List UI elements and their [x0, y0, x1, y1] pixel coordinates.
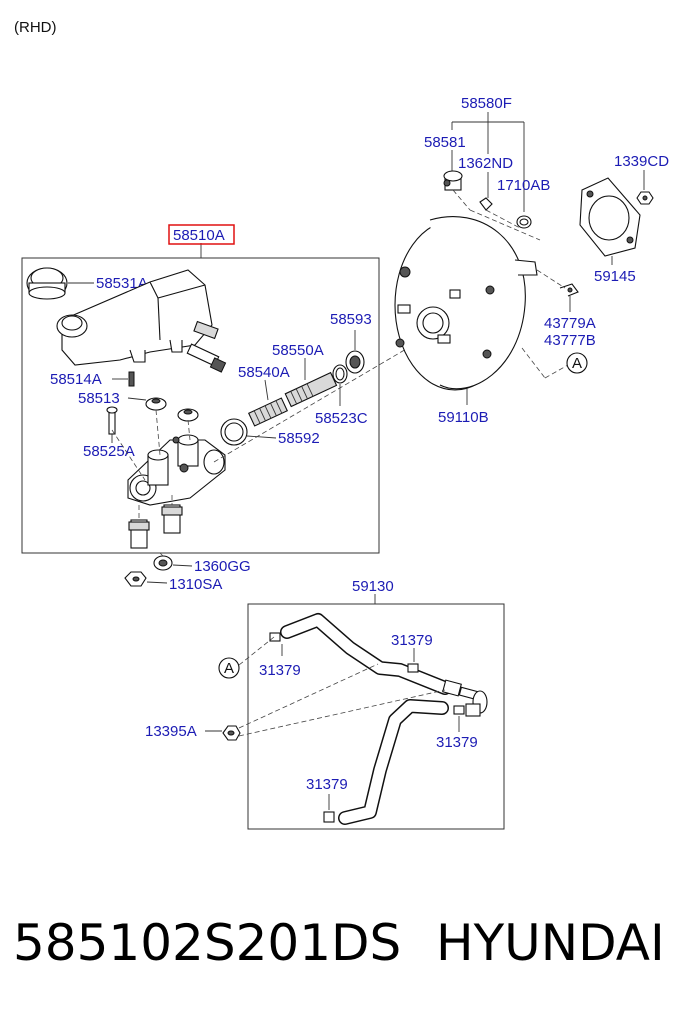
bolt-icon: [106, 406, 118, 435]
grommet-2-icon: [177, 408, 199, 422]
nut-upper-icon: [636, 191, 654, 205]
nut-lower-icon: [124, 571, 147, 587]
callout-58531A[interactable]: 58531A: [96, 275, 148, 292]
callout-58581[interactable]: 58581: [424, 134, 466, 151]
o-ring-icon: [220, 418, 248, 446]
ref-mark-a-lower: [218, 657, 240, 679]
hose-fitting-icon: [442, 679, 488, 717]
clamp-right-icon: [453, 705, 465, 715]
clamp-bottom-icon: [323, 811, 335, 823]
callout-31379-right[interactable]: 31379: [436, 734, 478, 751]
callout-58525A[interactable]: 58525A: [83, 443, 135, 460]
callout-1360GG[interactable]: 1360GG: [194, 558, 251, 575]
bracket-nut-icon: [222, 725, 241, 741]
piston-secondary-icon: [247, 397, 289, 427]
callout-31379-left[interactable]: 31379: [259, 662, 301, 679]
callout-58510A[interactable]: 58510A: [173, 227, 225, 244]
clevis-pin-icon: [559, 283, 579, 297]
assembly-frame: [21, 257, 380, 554]
callout-58513[interactable]: 58513: [78, 390, 120, 407]
gasket-icon: [579, 177, 641, 257]
callout-43779A[interactable]: 43779A: [544, 315, 596, 332]
valve-grommet-icon: [516, 215, 532, 229]
callout-1710AB[interactable]: 1710AB: [497, 177, 550, 194]
vacuum-hose-icon: [280, 613, 452, 825]
master-cylinder-icon: [127, 434, 226, 506]
callout-13395A[interactable]: 13395A: [145, 723, 197, 740]
reservoir-icon: [56, 269, 219, 366]
check-valve-icon: [443, 170, 463, 191]
callout-58540A[interactable]: 58540A: [238, 364, 290, 381]
callout-31379-bottom[interactable]: 31379: [306, 776, 348, 793]
seal-inner-icon: [332, 364, 348, 384]
callout-43777B[interactable]: 43777B: [544, 332, 596, 349]
callout-58593[interactable]: 58593: [330, 311, 372, 328]
callout-31379-upper-right[interactable]: 31379: [391, 632, 433, 649]
ref-mark-a-upper-label: A: [572, 355, 582, 372]
callout-1310SA[interactable]: 1310SA: [169, 576, 222, 593]
callout-1362ND[interactable]: 1362ND: [458, 155, 513, 172]
reservoir-cap-icon: [26, 267, 68, 300]
seal-outer-icon: [345, 350, 365, 374]
spring-pin-icon: [128, 371, 135, 387]
brand-caption: HYUNDAI: [436, 914, 665, 972]
washer-nut-icon: [153, 555, 173, 571]
callout-58580F[interactable]: 58580F: [461, 95, 512, 112]
callout-59110B[interactable]: 59110B: [438, 409, 489, 426]
ref-mark-a-upper: [566, 352, 588, 374]
fitting-right-icon: [161, 504, 183, 534]
callout-58514A[interactable]: 58514A: [50, 371, 102, 388]
assembly-highlight-box: [168, 224, 235, 245]
variant-note: (RHD): [14, 19, 57, 36]
callout-59130[interactable]: 59130: [352, 578, 394, 595]
hose-assy-frame: [247, 603, 505, 830]
callout-59145[interactable]: 59145: [594, 268, 636, 285]
ref-mark-a-lower-label: A: [224, 660, 234, 677]
clamp-left-icon: [269, 632, 281, 642]
clamp-upper-right-icon: [407, 663, 419, 673]
reservoir-connector-icon: [186, 343, 227, 373]
grommet-icon: [145, 397, 167, 411]
callout-58523C[interactable]: 58523C: [315, 410, 368, 427]
brake-booster-icon: [394, 216, 538, 391]
callout-1339CD[interactable]: 1339CD: [614, 153, 669, 170]
fitting-left-icon: [128, 519, 150, 549]
callout-58550A[interactable]: 58550A: [272, 342, 324, 359]
piston-primary-icon: [284, 371, 338, 408]
callout-58592[interactable]: 58592: [278, 430, 320, 447]
part-number-caption: 585102S201DS: [13, 914, 401, 972]
clip-icon: [479, 197, 493, 211]
